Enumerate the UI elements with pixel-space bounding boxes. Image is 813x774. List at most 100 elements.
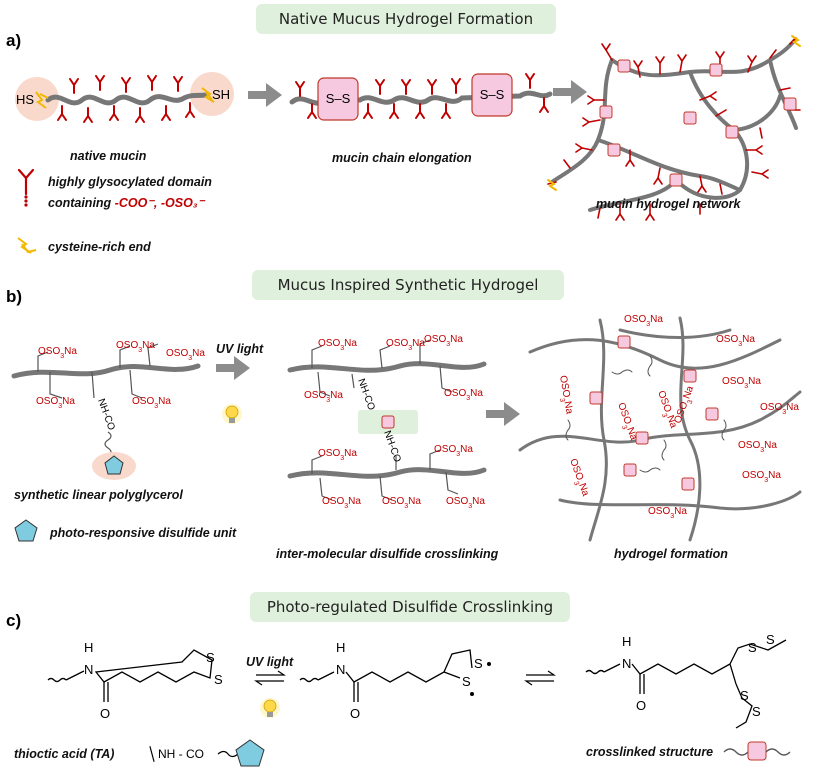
atom-n-1: N	[84, 662, 93, 677]
intermolecular-crosslinking: OSO3Na OSO3Na OSO3Na OSO3Na OSO3Na OSO3N…	[287, 334, 487, 510]
osona-label: OSO3Na	[386, 338, 425, 352]
atom-h-2: H	[336, 640, 345, 655]
osona-label: OSO3Na	[444, 388, 483, 402]
atom-o-3: O	[636, 698, 646, 713]
synthetic-hydrogel-network	[518, 316, 802, 542]
atom-s-2: S	[206, 650, 215, 665]
osona-label: OSO3Na	[565, 457, 591, 499]
atom-s-3: S	[462, 674, 471, 689]
osona-label: OSO3Na	[648, 506, 687, 520]
nhco-label: NH-CO	[95, 397, 117, 432]
synthetic-polyglycerol: OSO3Na OSO3Na OSO3Na OSO3Na OSO3Na NH-CO	[11, 340, 205, 480]
title-a-box	[256, 4, 556, 34]
atom-o-2: O	[350, 706, 360, 721]
osona-label: OSO3Na	[742, 470, 781, 484]
osona-label: OSO3Na	[116, 340, 155, 354]
osona-label: OSO3Na	[555, 375, 575, 416]
atom-s-7: S	[740, 688, 749, 703]
osona-label: OSO3Na	[318, 448, 357, 462]
ta-formula-icon: NH - CO	[149, 739, 265, 767]
atom-n-3: N	[622, 656, 631, 671]
osona-label: OSO3Na	[304, 390, 343, 404]
osona-label: OSO3Na	[760, 402, 799, 416]
nhco-label: NH-CO	[381, 429, 403, 464]
title-a: Native Mucus Hydrogel Formation	[279, 10, 533, 28]
pentagon-icon	[14, 519, 38, 542]
atom-h-3: H	[622, 634, 631, 649]
caption-native-mucin: native mucin	[70, 149, 147, 163]
osona-label: OSO3Na	[424, 334, 463, 348]
osona-label: OSO3Na	[716, 334, 755, 348]
ss-label-1: S–S	[326, 91, 351, 106]
title-b: Mucus Inspired Synthetic Hydrogel	[278, 276, 539, 294]
caption-chain-elongation: mucin chain elongation	[332, 151, 472, 165]
osona-label: OSO3Na	[434, 444, 473, 458]
hs-label: HS	[16, 92, 34, 107]
panel-label-b: b)	[6, 287, 22, 306]
atom-s-5: S	[748, 640, 757, 655]
osona-label: OSO3Na	[613, 401, 639, 443]
arrow-right-icon	[486, 402, 520, 426]
osona-label: OSO3Na	[624, 314, 663, 328]
mucin-chain-elongation: S–S S–S	[289, 73, 553, 121]
equilibrium-arrows-icon	[524, 670, 556, 686]
osona-label: OSO3Na	[166, 348, 205, 362]
osona-label: OSO3Na	[672, 384, 698, 426]
thioctic-acid-structure	[47, 649, 213, 702]
atom-o-1: O	[100, 706, 110, 721]
arrow-right-icon	[553, 80, 587, 104]
title-c-box	[250, 592, 570, 622]
pentagon-icon	[104, 455, 124, 475]
osona-label: OSO3Na	[318, 338, 357, 352]
atom-n-2: N	[336, 662, 345, 677]
atom-s-1: S	[214, 672, 223, 687]
uv-light-c: UV light	[246, 655, 294, 669]
arrow-right-icon	[248, 83, 282, 107]
legend-thioctic-acid: thioctic acid (TA)	[14, 747, 114, 761]
light-bulb-icon	[222, 404, 242, 424]
osona-label: OSO3Na	[36, 396, 75, 410]
osona-label: OSO3Na	[653, 389, 679, 431]
panel-a: Native Mucus Hydrogel Formation a) HS SH…	[6, 4, 801, 254]
nhco-label: NH-CO	[355, 377, 377, 412]
equilibrium-arrows-icon	[254, 670, 286, 686]
ta-formula: NH - CO	[158, 747, 204, 761]
crosslink-symbol-icon	[723, 741, 791, 761]
title-c: Photo-regulated Disulfide Crosslinking	[267, 598, 553, 616]
legend-crosslinked-structure: crosslinked structure	[586, 745, 713, 759]
sh-label: SH	[212, 87, 230, 102]
osona-label: OSO3Na	[382, 496, 421, 510]
osona-label: OSO3Na	[38, 346, 77, 360]
legend-glyco-line2: containing -COO⁻, -OSO₃⁻	[48, 196, 206, 210]
title-b-box	[252, 270, 564, 300]
uv-light-b: UV light	[216, 342, 264, 356]
panel-b: Mucus Inspired Synthetic Hydrogel b) OSO…	[6, 270, 802, 561]
legend-glyco-groups: -COO⁻, -OSO₃⁻	[115, 196, 206, 210]
atom-s-4: S	[474, 656, 483, 671]
mucin-hydrogel-network	[547, 35, 801, 221]
cysteine-end-icon	[17, 237, 37, 254]
osona-label: OSO3Na	[132, 396, 171, 410]
light-bulb-icon	[260, 698, 280, 718]
panel-label-c: c)	[6, 611, 21, 630]
crosslinked-molecule	[585, 639, 787, 729]
osona-label: OSO3Na	[322, 496, 361, 510]
caption-intermolecular: inter-molecular disulfide crosslinking	[276, 547, 499, 561]
atom-h-1: H	[84, 640, 93, 655]
arrow-right-icon	[216, 356, 250, 380]
legend-disulfide-unit: photo-responsive disulfide unit	[49, 526, 237, 540]
atom-s-8: S	[752, 704, 761, 719]
legend-glyco-containing: containing	[48, 196, 115, 210]
pentagon-icon	[235, 739, 265, 767]
osona-label: OSO3Na	[446, 496, 485, 510]
osona-label: OSO3Na	[738, 440, 777, 454]
caption-synthetic-polyglycerol: synthetic linear polyglycerol	[14, 488, 183, 502]
legend-glyco-line1: highly glysocylated domain	[48, 175, 212, 189]
osona-label: OSO3Na	[722, 376, 761, 390]
glycan-branch-icon	[17, 168, 35, 207]
ss-label-2: S–S	[480, 87, 505, 102]
native-mucin: HS SH	[15, 72, 234, 123]
panel-c: Photo-regulated Disulfide Crosslinking c…	[6, 592, 791, 767]
caption-hydrogel-formation: hydrogel formation	[614, 547, 728, 561]
